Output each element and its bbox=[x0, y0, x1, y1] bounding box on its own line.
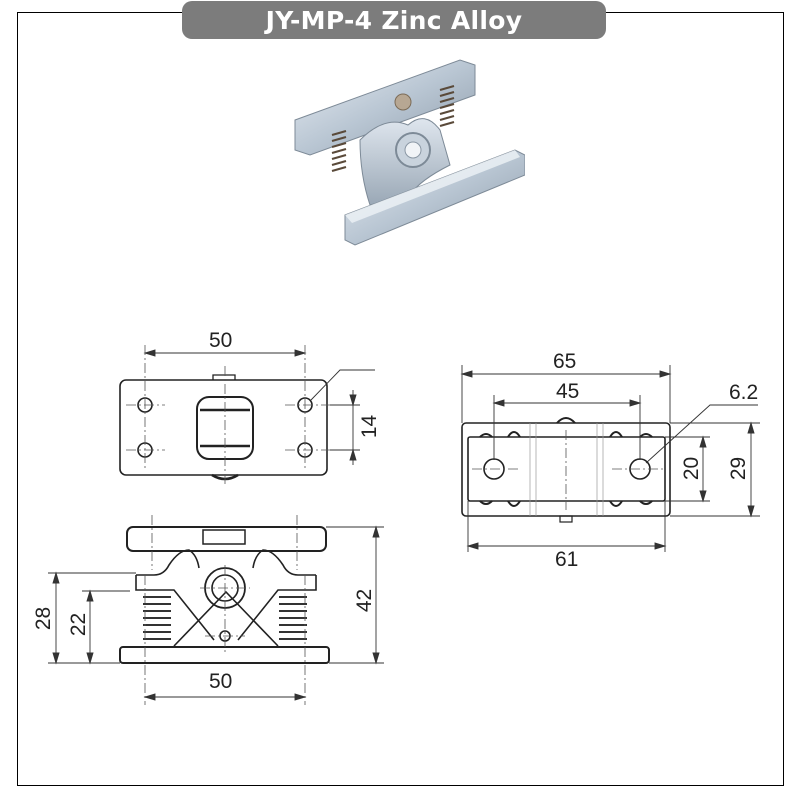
dim-top-height: 14 bbox=[358, 414, 382, 439]
title-text: JY-MP-4 Zinc Alloy bbox=[265, 5, 523, 35]
dim-side-inner-height: 20 bbox=[680, 456, 704, 481]
dim-top-width: 50 bbox=[209, 329, 233, 352]
dim-side-overall-height: 29 bbox=[727, 456, 751, 481]
dim-side-base-length: 61 bbox=[555, 548, 579, 571]
dim-front-spring-height: 22 bbox=[67, 612, 91, 637]
product-photo bbox=[294, 59, 525, 246]
dim-front-lower-height: 28 bbox=[32, 606, 56, 631]
dim-side-hole-spacing: 45 bbox=[556, 380, 580, 403]
dim-side-overall-width: 65 bbox=[553, 350, 577, 373]
dim-front-hole-spacing: 50 bbox=[209, 670, 233, 693]
dim-side-hole-diameter: 6.2 bbox=[729, 381, 759, 404]
page-title: JY-MP-4 Zinc Alloy bbox=[182, 1, 606, 39]
dim-front-overall-height: 42 bbox=[353, 588, 377, 613]
